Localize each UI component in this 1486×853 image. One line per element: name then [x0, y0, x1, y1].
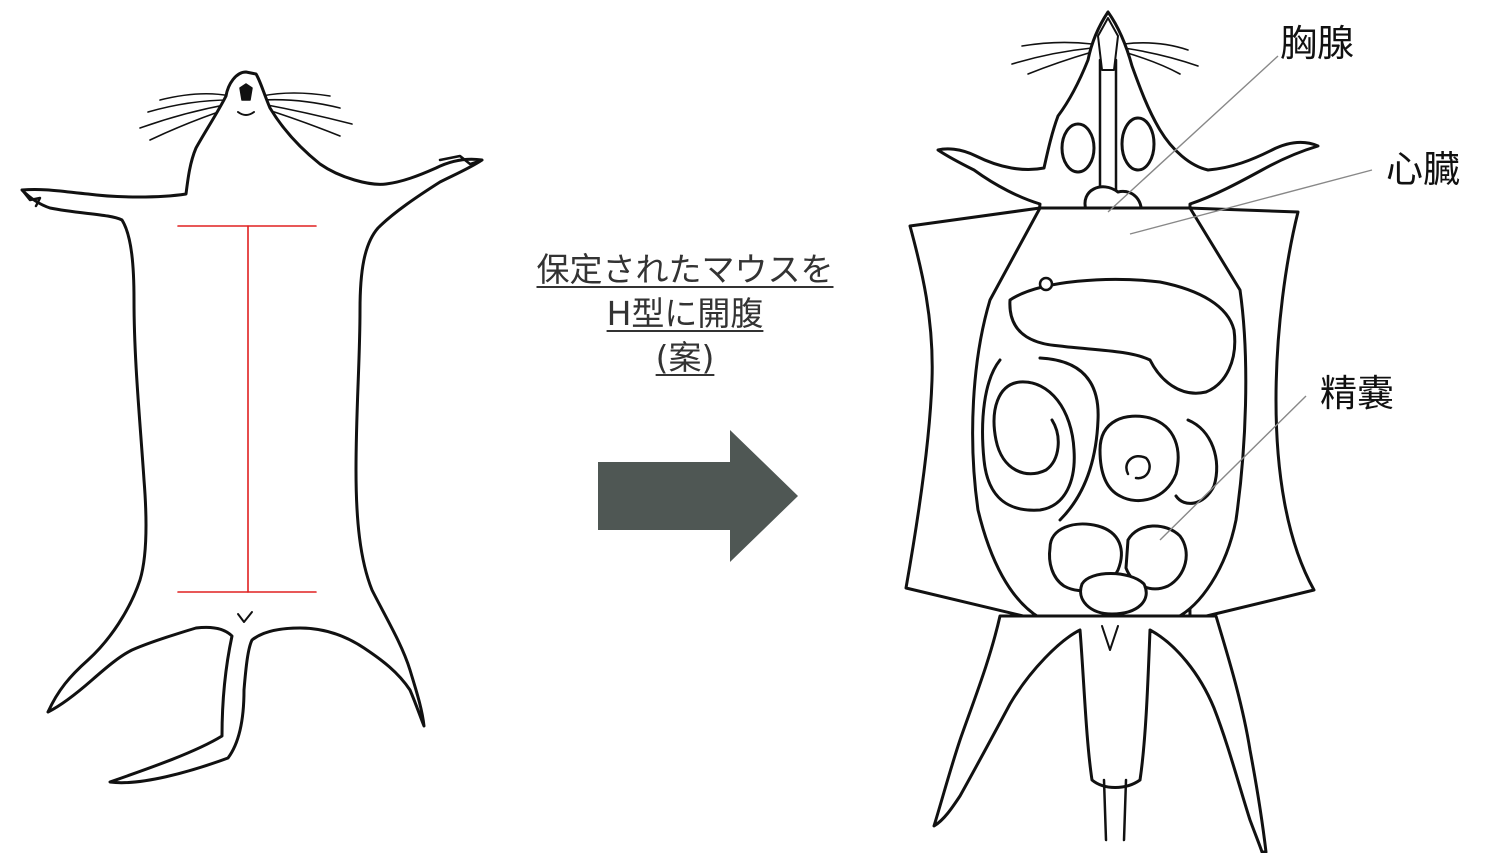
front-paw-right	[438, 154, 484, 166]
leader-thymus	[1107, 55, 1279, 213]
bladder	[1079, 572, 1148, 616]
leader-seminal	[1159, 395, 1307, 541]
small-intestine-loop	[1038, 356, 1100, 522]
label-seminal-vesicle: 精嚢	[1320, 372, 1394, 415]
mouse-closed	[20, 70, 484, 785]
caption-line-3: (案)	[655, 338, 715, 377]
lower-body	[932, 614, 1268, 853]
thymus-lobe	[1060, 122, 1096, 174]
label-thymus: 胸腺	[1280, 22, 1354, 65]
thymus-lobe	[1120, 116, 1156, 172]
body-outline	[20, 70, 484, 785]
right-arrow-icon	[598, 430, 798, 562]
mouse-opened	[904, 10, 1320, 853]
front-paw-left	[20, 188, 42, 208]
caption-line-2: H型に開腹	[606, 294, 764, 333]
procedure-caption: 保定されたマウスを H型に開腹 (案)	[480, 248, 890, 380]
leader-heart	[1129, 169, 1373, 235]
h-incision	[177, 225, 317, 593]
caption-line-1: 保定されたマウスを	[536, 250, 834, 289]
leader-lines	[1107, 55, 1373, 541]
liver-organ	[1008, 277, 1237, 395]
cecum	[1098, 414, 1180, 503]
label-heart: 心臓	[1386, 148, 1460, 191]
small-intestine	[981, 358, 1076, 512]
